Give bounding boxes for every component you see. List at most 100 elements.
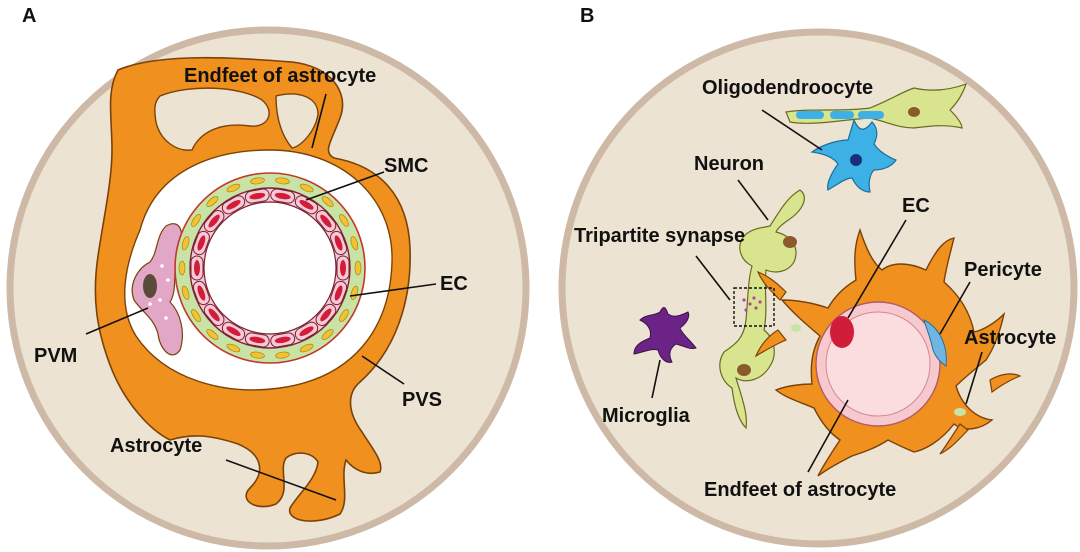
pvm-granule <box>148 302 152 306</box>
endothelial-nucleus <box>197 235 206 251</box>
smc-nucleus <box>181 285 190 300</box>
label-tripartite: Tripartite synapse <box>574 225 745 247</box>
smc-nucleus <box>339 213 349 227</box>
neuron-nucleus <box>737 364 751 376</box>
astrocyte-process <box>754 329 787 358</box>
astrocyte-process <box>939 423 969 455</box>
microglia-cell <box>633 307 697 363</box>
neuron-nucleus <box>783 236 797 248</box>
leader-tripartite <box>695 255 731 301</box>
leader-pvs <box>361 355 405 385</box>
pvm-granule <box>158 298 162 302</box>
label-endfeet-a: Endfeet of astrocyte <box>184 65 376 87</box>
endothelial-nucleus <box>334 285 343 301</box>
panel-a-letter: A <box>22 5 36 27</box>
endothelial-nucleus <box>208 308 220 322</box>
smc-nucleus <box>350 236 359 251</box>
neuron-top-nucleus <box>908 107 920 117</box>
smc-nucleus <box>321 196 334 207</box>
leader-endfeet-b <box>807 399 849 473</box>
leader-smc <box>305 171 385 201</box>
endothelial-nucleus <box>249 192 266 200</box>
label-oligodendrocyte: Oligodendroocyte <box>702 77 873 99</box>
pvm-nucleus <box>143 274 157 298</box>
smc-nucleus <box>191 213 201 227</box>
label-ec-b: EC <box>902 195 930 217</box>
endothelial-nucleus <box>299 326 314 336</box>
myelin-segment <box>796 111 824 119</box>
astrocyte-process <box>989 373 1022 394</box>
panel-a: A Endfeet of astrocyte SMC EC <box>6 5 530 550</box>
astrocyte-process <box>756 270 787 301</box>
leader-ec-a <box>349 283 437 297</box>
label-smc: SMC <box>384 155 428 177</box>
smc-nucleus <box>191 309 201 323</box>
astrocyte-nucleus <box>791 324 801 332</box>
endothelial-nucleus <box>274 336 291 344</box>
label-microglia: Microglia <box>602 405 691 427</box>
smc-nucleus <box>354 260 362 276</box>
ec-nucleus-b <box>830 316 854 348</box>
leader-neuron <box>737 179 769 221</box>
leader-pericyte <box>939 281 971 335</box>
leader-microglia <box>651 359 661 399</box>
panel-b: B <box>558 5 1078 548</box>
smc-nucleus <box>250 351 265 359</box>
endothelial-nucleus <box>340 260 346 276</box>
smc-nucleus <box>275 177 290 185</box>
tripartite-synapse-box <box>733 287 775 327</box>
astrocyte-gap-2 <box>275 93 319 149</box>
oligodendrocyte-nucleus <box>850 154 862 166</box>
leader-pvm <box>85 307 149 335</box>
label-neuron: Neuron <box>694 153 764 175</box>
pvm-granule <box>164 316 168 320</box>
tissue-disc-b <box>558 28 1078 548</box>
label-astrocyte-b: Astrocyte <box>964 327 1056 349</box>
smc-nucleus <box>321 329 334 340</box>
endothelial-nucleus <box>320 214 332 228</box>
label-pvm: PVM <box>34 345 77 367</box>
leader-astrocyte-b <box>965 351 983 405</box>
endothelial-nucleus <box>194 260 200 276</box>
myelin-segment <box>830 111 854 119</box>
smc-nucleus <box>181 236 190 251</box>
astrocyte-nucleus <box>954 408 966 416</box>
endothelial-nucleus <box>226 200 241 210</box>
smc-nucleus <box>275 351 290 359</box>
label-endfeet-b: Endfeet of astrocyte <box>704 479 896 501</box>
endothelial-nucleus <box>226 326 241 336</box>
endothelial-nucleus <box>208 214 220 228</box>
smc-nucleus <box>206 329 219 340</box>
vessel-lumen <box>203 201 337 335</box>
smc-nucleus <box>226 343 241 353</box>
label-ec-a: EC <box>440 273 468 295</box>
label-pvs: PVS <box>402 389 442 411</box>
ec-cells <box>190 188 350 348</box>
smc-nucleus <box>226 183 241 193</box>
endothelial-nucleus <box>334 235 343 251</box>
panel-b-letter: B <box>580 5 594 27</box>
smc-nucleus <box>299 183 314 193</box>
endothelial-nucleus <box>249 336 266 344</box>
leader-oligodendrocyte <box>761 109 823 151</box>
leader-ec-b <box>847 219 907 319</box>
smc-nucleus <box>250 177 265 185</box>
leader-endfeet-a <box>311 93 327 149</box>
synaptic-vesicles <box>742 296 762 312</box>
smc-nucleus <box>178 260 186 276</box>
endothelial-nucleus <box>274 192 291 200</box>
pvm-granule <box>160 264 164 268</box>
label-astrocyte-a: Astrocyte <box>110 435 202 457</box>
astrocyte-processes <box>754 270 1022 455</box>
myelin-segment <box>858 111 884 119</box>
leader-astrocyte-a <box>225 459 337 501</box>
pvm-granule <box>166 278 170 282</box>
label-pericyte: Pericyte <box>964 259 1042 281</box>
smc-nucleus <box>206 196 219 207</box>
smc-nucleus <box>339 309 349 323</box>
endothelial-nucleus <box>197 285 206 301</box>
endothelial-nucleus <box>299 200 314 210</box>
smc-nuclei <box>178 177 362 359</box>
